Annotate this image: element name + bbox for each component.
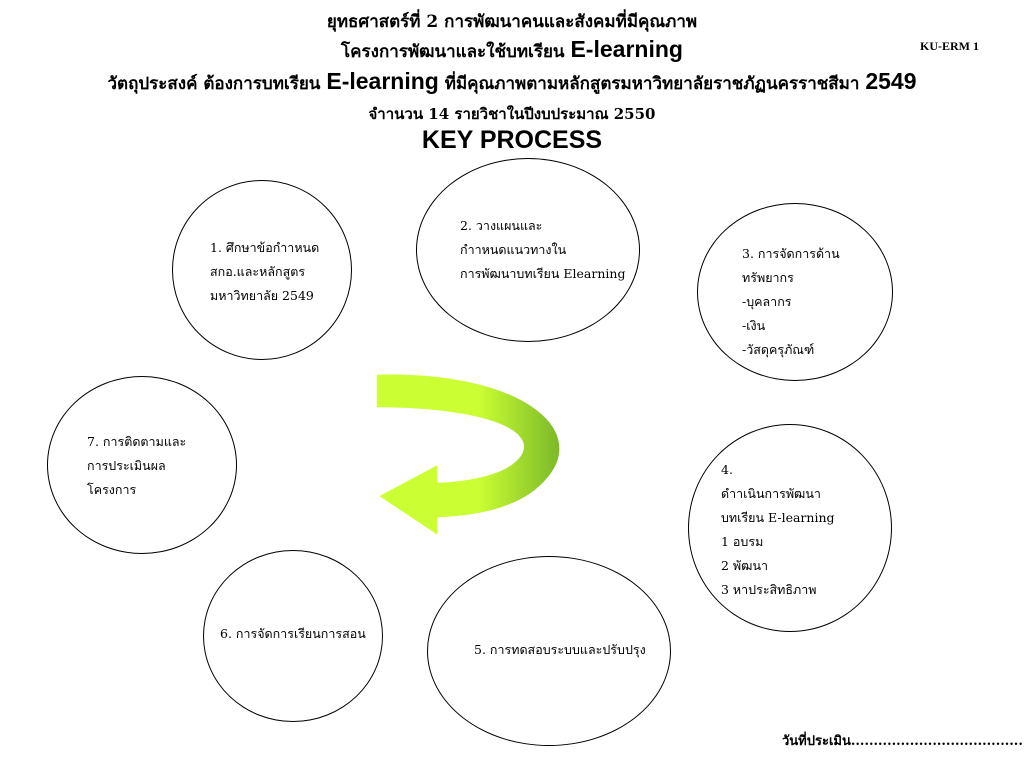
project-title-text: โครงการพัฒนาและใช้บทเรียน (341, 42, 565, 62)
objective-term: E-learning (326, 68, 439, 94)
process-node-7-text: 7. การติดตามและ การประเมินผล โครงการ (87, 430, 186, 502)
document-code: KU-ERM 1 (920, 39, 979, 53)
objective-mid: ที่มีคุณภาพตามหลักสูตรมหาวิทยาลัยราชภัฏน… (444, 74, 860, 94)
process-node-5-text: 5. การทดสอบระบบและปรับปรุง (474, 638, 646, 662)
objective-year: 2549 (865, 68, 917, 94)
node-line: สกอ.และหลักสูตร (210, 264, 306, 279)
process-node-2-text: 2. วางแผนและ กำาหนดแนวทางใน การพัฒนาบทเร… (460, 214, 625, 286)
process-node-3 (697, 203, 893, 381)
project-title-term: E-learning (570, 36, 683, 62)
process-node-4-text: 4. ดำาเนินการพัฒนา บทเรียน E-learning 1 … (721, 458, 835, 602)
process-node-3-text: 3. การจัดการด้าน ทรัพยากร -บุคลากร -เงิน… (742, 242, 840, 362)
node-line: 3. การจัดการด้าน (742, 246, 840, 261)
node-line: การพัฒนาบทเรียน Elearning (460, 266, 626, 281)
process-node-2 (416, 158, 640, 342)
node-line: 5. การทดสอบระบบและปรับปรุง (474, 642, 646, 657)
node-line: โครงการ (87, 482, 137, 497)
node-line: -วัสดุครุภัณฑ์ (742, 342, 815, 357)
strategy-title: ยุทธศาสตร์ที่ 2 การพัฒนาคนและสังคมที่มีค… (326, 12, 698, 32)
node-line: การประเมินผล (87, 458, 166, 473)
objective-prefix: วัตถุประสงค์ ต้องการบทเรียน (107, 74, 321, 94)
node-line: 1. ศึกษาข้อกำาหนด (210, 240, 320, 255)
process-node-6-text: 6. การจัดการเรียนการสอน (220, 622, 366, 646)
node-line: 6. การจัดการเรียนการสอน (220, 626, 366, 641)
node-line: 4. (721, 462, 733, 477)
node-line: 1 อบรม (721, 534, 764, 549)
node-line: 3 หาประสิทธิภาพ (721, 582, 817, 597)
cycle-arrow-body (375, 373, 561, 538)
process-node-7 (47, 376, 237, 554)
node-line: -เงิน (742, 318, 766, 333)
diagram-title: KEY PROCESS (421, 126, 603, 154)
node-line: กำาหนดแนวทางใน (460, 242, 567, 257)
objective-line: วัตถุประสงค์ ต้องการบทเรียน E-learning ท… (0, 68, 1024, 97)
node-line: บทเรียน E-learning (721, 510, 835, 525)
node-line: มหาวิทยาลัย 2549 (210, 288, 314, 303)
node-line: 2 พัฒนา (721, 558, 769, 573)
node-line: ทรัพยากร (742, 270, 794, 285)
cycle-arrow-icon (375, 373, 561, 538)
quantity-line: จำานวน 14 รายวิชาในปีงบประมาณ 2550 (368, 105, 656, 123)
node-line: 7. การติดตามและ (87, 434, 187, 449)
node-line: 2. วางแผนและ (460, 218, 543, 233)
evaluation-date-field: วันที่ประเมิน...........................… (782, 734, 1024, 749)
process-node-5 (427, 556, 671, 746)
process-node-4 (688, 424, 892, 632)
process-node-1-text: 1. ศึกษาข้อกำาหนด สกอ.และหลักสูตร มหาวิท… (210, 236, 319, 308)
project-title: โครงการพัฒนาและใช้บทเรียน E-learning (0, 36, 1024, 65)
node-line: ดำาเนินการพัฒนา (721, 486, 821, 501)
node-line: -บุคลากร (742, 294, 792, 309)
process-node-6 (203, 550, 383, 722)
process-node-1 (172, 180, 352, 360)
